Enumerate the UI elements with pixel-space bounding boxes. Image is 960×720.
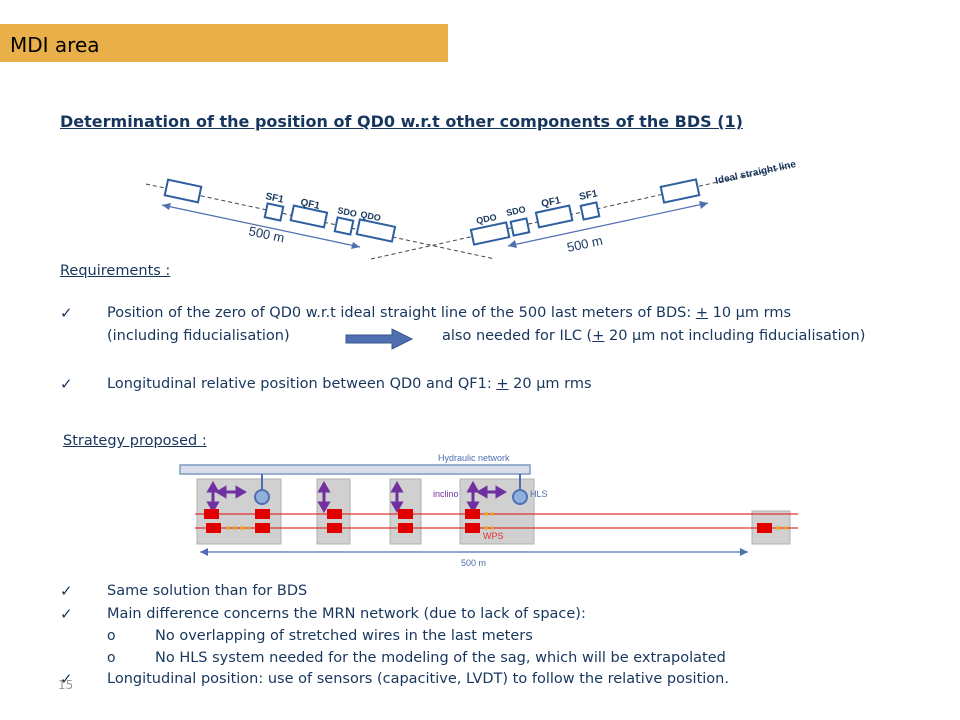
right-far-magnet [659,178,701,204]
sf1-right-label: SF1 [578,188,599,203]
sd0-right-magnet [509,217,531,237]
bullet-1: Same solution than for BDS [107,583,308,599]
check-icon: ✓ [60,670,73,688]
left-distance-arrow [161,204,361,248]
right-distance-label: 500 m [566,233,604,255]
qd0-right-label: QDO [475,212,497,226]
component-box-5 [751,510,791,545]
sf1-right-magnet [579,201,601,221]
slide-title: Determination of the position of QD0 w.r… [60,112,743,131]
qd0-right-magnet [469,221,511,246]
left-far-magnet [163,178,203,204]
inclino-label: inclino [433,489,459,499]
bullet-2: Main difference concerns the MRN network… [107,606,586,622]
wps-label: WPS [483,531,504,541]
sf1-left-magnet [263,202,285,222]
hls-sensor-2 [512,489,528,505]
requirements-heading: Requirements : [60,263,171,279]
hydraulic-network-label: Hydraulic network [438,453,510,463]
bullet-2-sub-2: No HLS system needed for the modeling of… [155,650,726,666]
check-icon: ✓ [60,582,73,600]
check-icon: ✓ [60,304,73,322]
circle-bullet-icon: o [107,628,116,644]
qd0-left-magnet [355,218,397,243]
slide-number: 15 [58,678,74,692]
circle-bullet-icon: o [107,650,116,666]
component-box-3 [389,478,422,545]
strategy-heading: Strategy proposed : [63,433,207,449]
component-box-1 [196,478,282,545]
sd0-right-label: SDO [505,204,526,218]
header-title: MDI area [10,33,100,57]
hydraulic-pipe [179,464,531,475]
distance-label: 500 m [461,558,486,568]
bullet-3: Longitudinal position: use of sensors (c… [107,671,729,687]
requirement-2: Longitudinal relative position between Q… [107,376,592,392]
requirement-1-line-2a: (including fiducialisation) [107,328,290,344]
requirement-1-line-1: Position of the zero of QD0 w.r.t ideal … [107,305,792,321]
ideal-line-label: Ideal straight line [714,159,797,187]
sf1-left-label: SF1 [264,191,285,206]
header-bar: MDI area [0,24,448,62]
qf1-left-label: QF1 [299,197,321,212]
check-icon: ✓ [60,375,73,393]
qf1-left-magnet [289,204,329,229]
sd0-left-label: SDO [337,205,358,219]
right-beam-line [370,165,791,260]
bullet-2-sub-1: No overlapping of stretched wires in the… [155,628,533,644]
sd0-left-magnet [333,216,355,236]
right-arrow-icon [345,328,414,350]
component-box-2 [316,478,351,545]
requirement-1-line-2b: also needed for ILC (+ 20 µm not includi… [442,328,866,344]
hls-label: HLS [530,489,548,499]
qf1-right-magnet [534,204,574,229]
qd0-left-label: QDO [360,209,382,223]
left-beam-line [145,183,496,260]
hls-sensor-1 [254,489,270,505]
qf1-right-label: QF1 [540,195,562,210]
right-distance-arrow [507,202,709,247]
check-icon: ✓ [60,605,73,623]
left-distance-label: 500 m [247,223,285,245]
component-box-4 [459,478,535,545]
